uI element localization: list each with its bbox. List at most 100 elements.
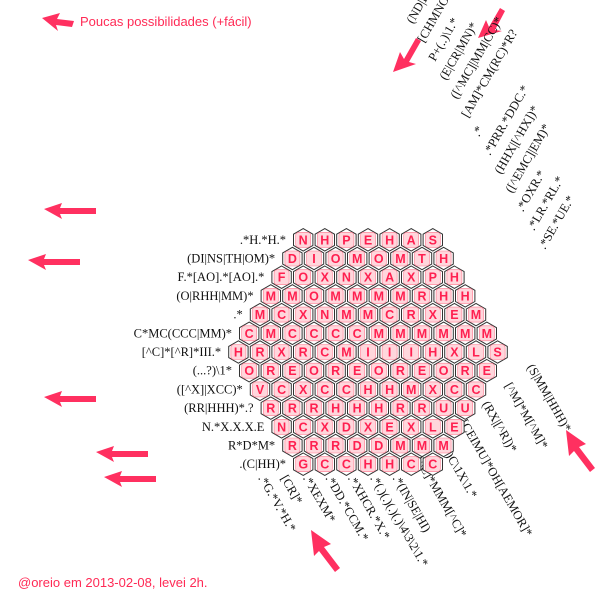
hex-cell[interactable]: E (476, 358, 497, 383)
hex-cell[interactable]: M (368, 284, 389, 308)
hex-cell[interactable]: C (271, 377, 292, 402)
hex-cell[interactable]: L (422, 415, 443, 439)
hex-cell[interactable]: S (487, 340, 508, 364)
hex-cell[interactable]: H (433, 284, 454, 308)
hex-cell[interactable]: M (465, 302, 487, 327)
hex-cell[interactable]: R (390, 396, 411, 420)
hex-cell[interactable]: C (401, 452, 422, 476)
hex-cell[interactable]: R (293, 340, 314, 364)
hex-cell[interactable]: O (433, 358, 454, 383)
hex-cell[interactable]: M (411, 321, 433, 346)
hex-cell[interactable]: M (260, 321, 281, 346)
hex-cell[interactable]: H (455, 284, 476, 308)
hex-cell[interactable]: I (303, 246, 325, 271)
hex-cell[interactable]: D (336, 415, 357, 439)
hex-cell[interactable]: S (422, 228, 443, 252)
hex-cell[interactable]: C (465, 377, 487, 402)
hex-cell[interactable]: P (336, 228, 357, 252)
hex-cell[interactable]: O (303, 284, 325, 308)
hex-cell[interactable]: N (271, 415, 292, 439)
hex-cell[interactable]: N (336, 265, 357, 289)
hex-cell[interactable]: C (282, 321, 303, 346)
hex-cell[interactable]: C (303, 321, 325, 346)
hex-cell[interactable]: M (455, 321, 476, 346)
hex-cell[interactable]: H (325, 396, 346, 420)
hex-cell[interactable]: M (433, 433, 454, 458)
hex-cell[interactable]: H (379, 228, 400, 252)
hex-cell[interactable]: R (325, 358, 346, 383)
hex-cell[interactable]: T (411, 246, 433, 271)
hex-cell[interactable]: H (357, 452, 379, 476)
hex-cell[interactable]: M (368, 321, 389, 346)
hex-cell[interactable]: R (249, 340, 271, 364)
hex-cell[interactable]: M (390, 433, 411, 458)
hex-cell[interactable]: P (422, 265, 443, 289)
hex-cell[interactable]: D (282, 246, 303, 271)
hex-cell[interactable]: M (411, 433, 433, 458)
hex-cell[interactable]: C (314, 377, 335, 402)
hex-cell[interactable]: V (249, 377, 271, 402)
hex-cell[interactable]: C (444, 377, 465, 402)
hex-cell[interactable]: O (368, 246, 389, 271)
hex-cell[interactable]: R (411, 284, 433, 308)
hex-cell[interactable]: C (271, 302, 292, 327)
hex-cell[interactable]: H (228, 340, 249, 364)
hex-cell[interactable]: E (347, 358, 368, 383)
hex-cell[interactable]: A (379, 265, 400, 289)
hex-cell[interactable]: R (411, 396, 433, 420)
hex-cell[interactable]: M (390, 246, 411, 271)
hex-cell[interactable]: H (357, 377, 379, 402)
hex-cell[interactable]: R (325, 433, 346, 458)
hex-cell[interactable]: C (379, 302, 400, 327)
hex-cell[interactable]: C (314, 452, 335, 476)
hex-cell[interactable]: M (390, 321, 411, 346)
hex-cell[interactable]: C (293, 415, 314, 439)
hex-cell[interactable]: E (411, 358, 433, 383)
hex-cell[interactable]: E (379, 415, 400, 439)
hex-cell[interactable]: F (271, 265, 292, 289)
hex-cell[interactable]: O (293, 265, 314, 289)
hex-cell[interactable]: M (390, 284, 411, 308)
hex-cell[interactable]: M (249, 302, 271, 327)
hex-cell[interactable]: X (293, 302, 314, 327)
hex-cell[interactable]: I (379, 340, 400, 364)
hex-cell[interactable]: X (314, 415, 335, 439)
hex-cell[interactable]: R (455, 358, 476, 383)
hex-cell[interactable]: R (303, 433, 325, 458)
hex-cell[interactable]: R (401, 302, 422, 327)
hex-cell[interactable]: X (293, 377, 314, 402)
hex-cell[interactable]: N (293, 228, 314, 252)
hex-cell[interactable]: C (325, 321, 346, 346)
hex-cell[interactable]: O (239, 358, 260, 383)
hex-cell[interactable]: M (336, 302, 357, 327)
hex-cell[interactable]: U (455, 396, 476, 420)
hex-cell[interactable]: H (433, 246, 454, 271)
hex-cell[interactable]: X (422, 377, 443, 402)
hex-cell[interactable]: L (465, 340, 487, 364)
hex-cell[interactable]: C (422, 452, 443, 476)
hex-cell[interactable]: M (357, 302, 379, 327)
hex-cell[interactable]: E (282, 358, 303, 383)
hex-cell[interactable]: I (401, 340, 422, 364)
hex-cell[interactable]: M (325, 284, 346, 308)
hex-cell[interactable]: E (444, 415, 465, 439)
hex-cell[interactable]: O (368, 358, 389, 383)
hex-cell[interactable]: H (444, 265, 465, 289)
hex-cell[interactable]: N (314, 302, 335, 327)
hex-cell[interactable]: M (260, 284, 281, 308)
hex-cell[interactable]: H (422, 340, 443, 364)
hex-cell[interactable]: R (260, 396, 281, 420)
hex-cell[interactable]: M (433, 321, 454, 346)
hex-cell[interactable]: M (282, 284, 303, 308)
hex-cell[interactable]: U (433, 396, 454, 420)
hex-cell[interactable]: M (347, 246, 368, 271)
hex-cell[interactable]: M (476, 321, 497, 346)
hex-cell[interactable]: H (379, 377, 400, 402)
hex-cell[interactable]: I (357, 340, 379, 364)
hex-cell[interactable]: M (401, 377, 422, 402)
hex-cell[interactable]: O (303, 358, 325, 383)
hex-cell[interactable]: R (260, 358, 281, 383)
hex-cell[interactable]: X (422, 302, 443, 327)
hex-cell[interactable]: M (347, 284, 368, 308)
hex-cell[interactable]: C (336, 452, 357, 476)
